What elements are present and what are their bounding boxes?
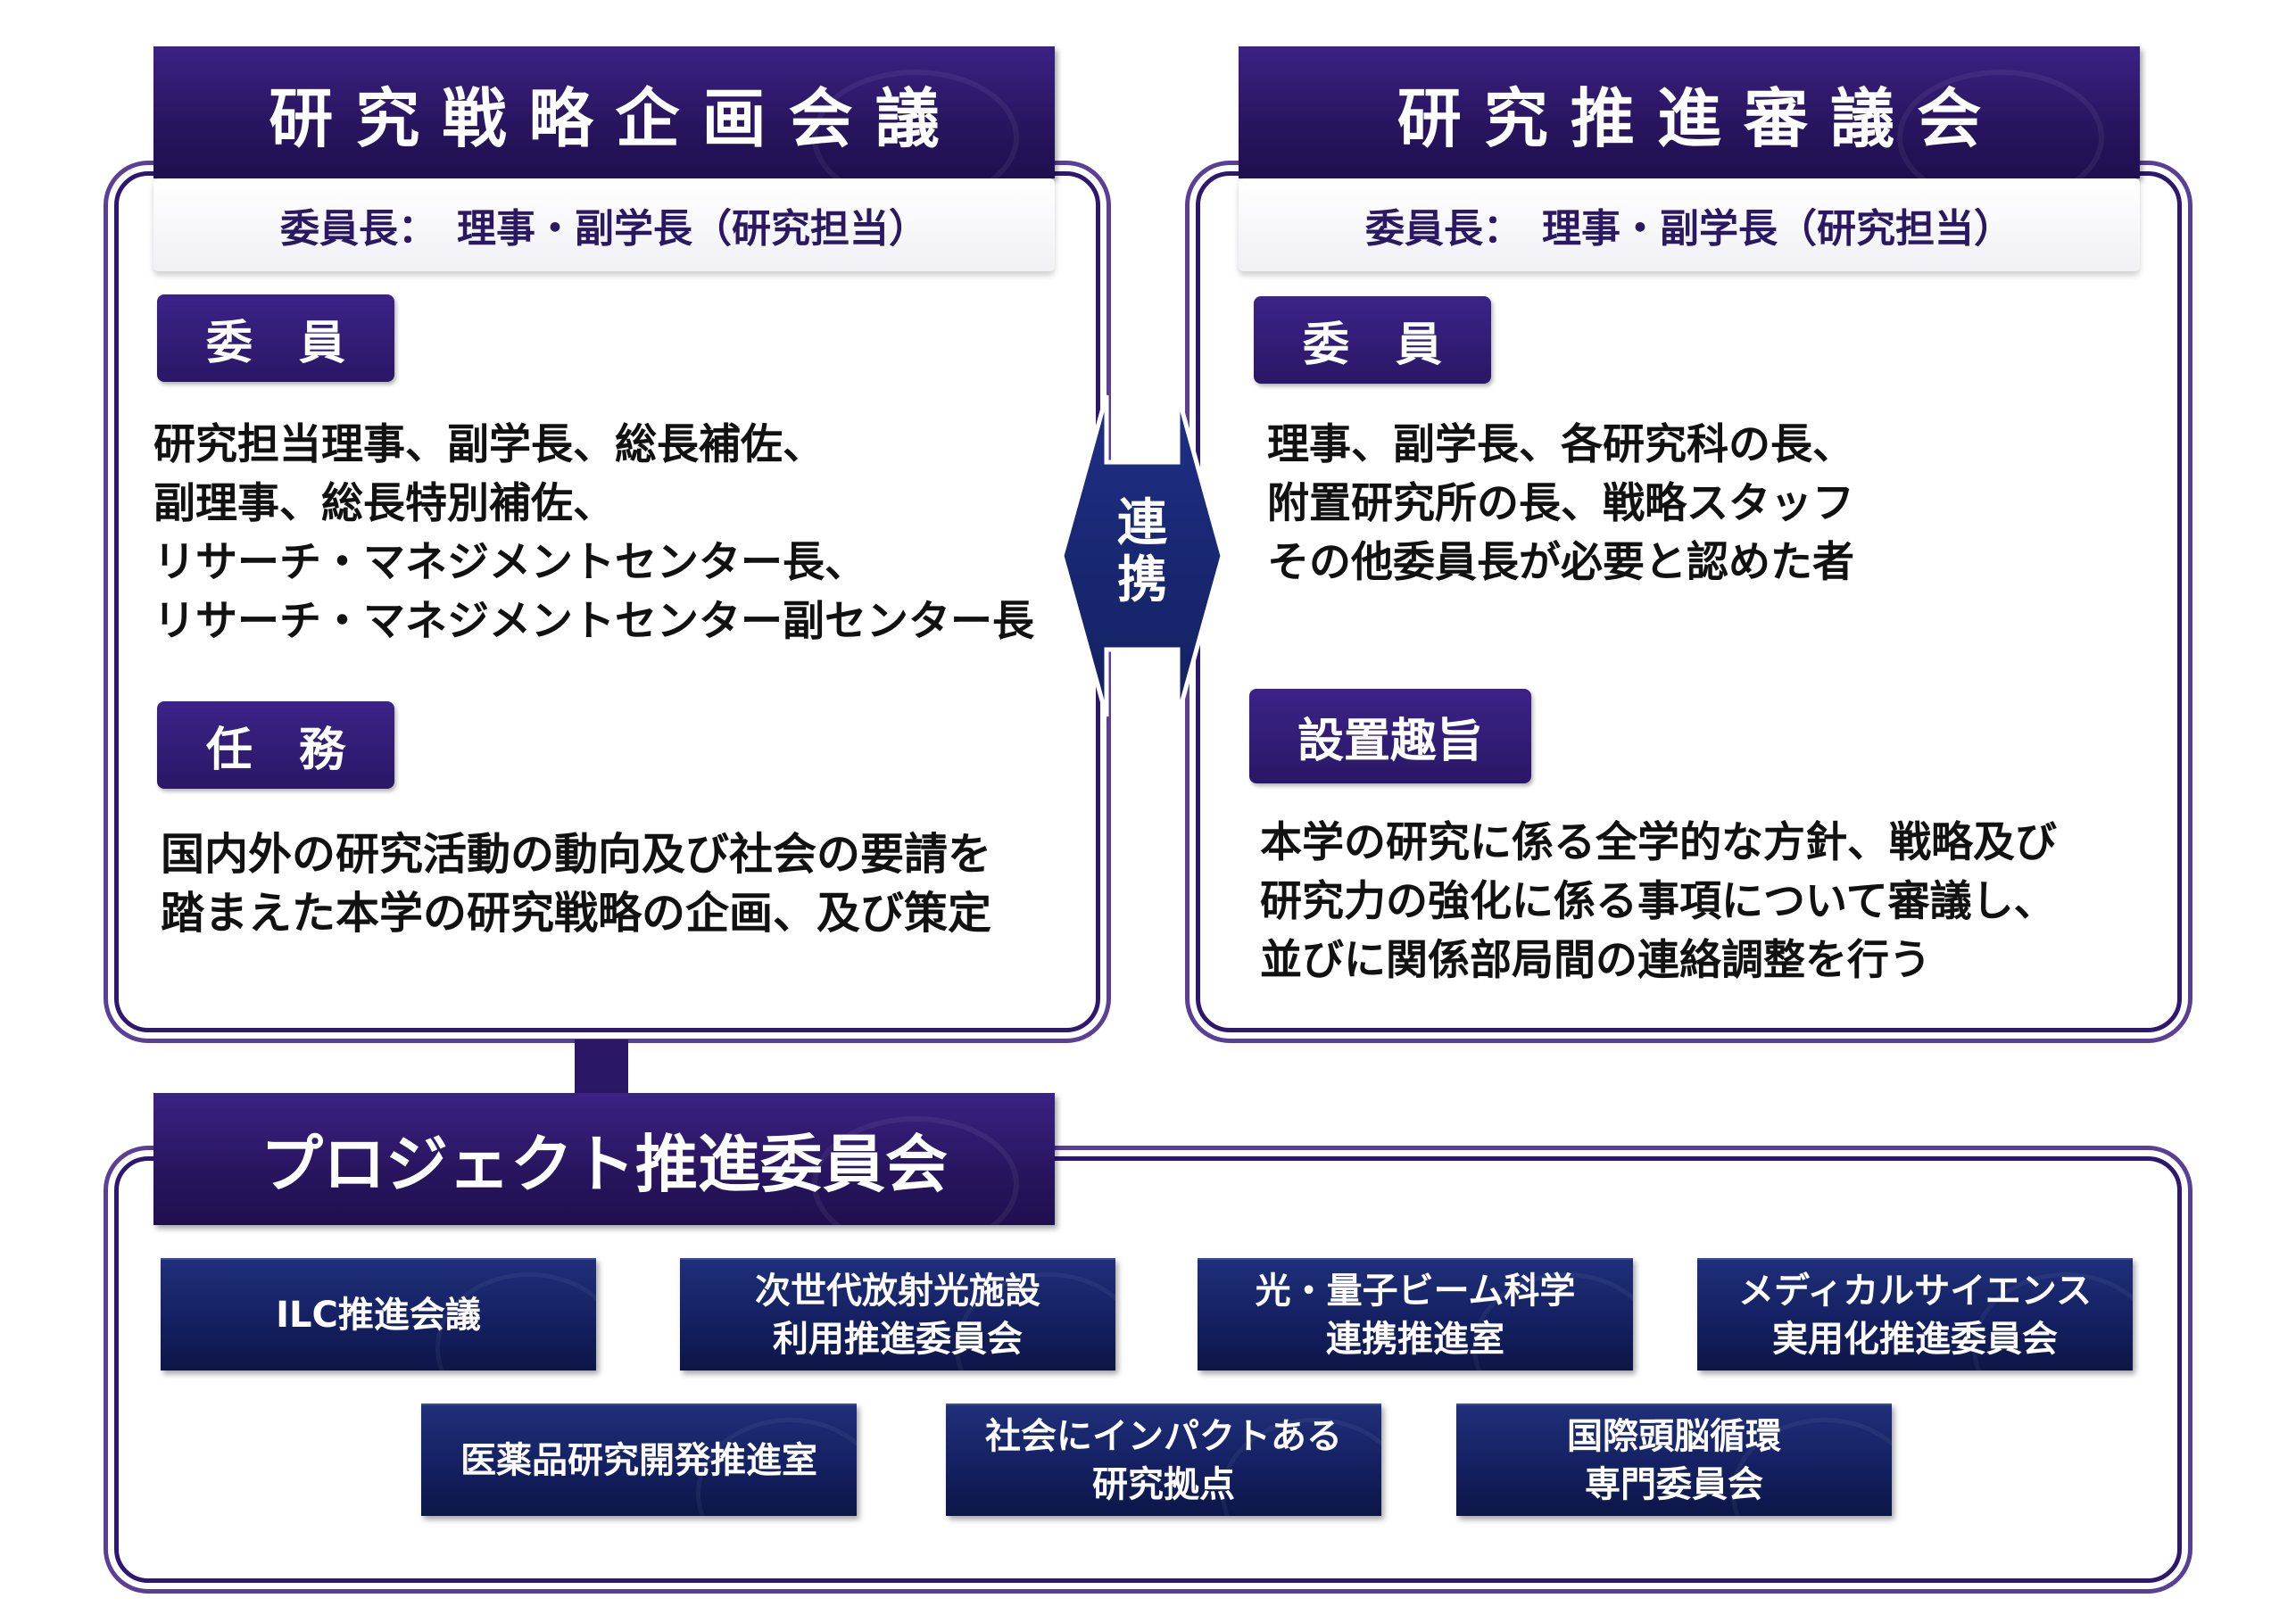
project-line: 利用推進委員会 [773, 1319, 1023, 1360]
research-strategy-chair-text: 委員長： 理事・副学長（研究担当） [280, 206, 928, 252]
project-medical-science[interactable]: メディカルサイエンス 実用化推進委員会 [1697, 1258, 2133, 1370]
project-title: プロジェクト推進委員会 [153, 1093, 1055, 1225]
purpose-label-text: 設置趣旨 [1297, 714, 1483, 768]
project-pharma[interactable]: 医薬品研究開発推進室 [421, 1404, 857, 1516]
members-line: その他委員長が必要と認めた者 [1267, 538, 1854, 587]
link-label: 連 携 [1107, 495, 1178, 609]
members-line: 副理事、総長特別補佐、 [153, 479, 615, 528]
project-line: 医薬品研究開発推進室 [460, 1440, 817, 1481]
members-line: リサーチ・マネジメントセンター副センター長 [153, 597, 1034, 646]
members-line: 理事、副学長、各研究科の長、 [1267, 420, 1854, 469]
duties-line: 国内外の研究活動の動向及び社会の要請を [161, 829, 992, 880]
research-promotion-chair: 委員長： 理事・副学長（研究担当） [1239, 178, 2140, 271]
research-strategy-members-text: 研究担当理事、副学長、総長補佐、 副理事、総長特別補佐、 リサーチ・マネジメント… [153, 416, 1034, 651]
project-social-impact[interactable]: 社会にインパクトある 研究拠点 [946, 1404, 1381, 1516]
purpose-line: 本学の研究に係る全学的な方針、戦略及び [1260, 818, 2057, 867]
project-ilc[interactable]: ILC推進会議 [161, 1258, 596, 1370]
research-promotion-chair-text: 委員長： 理事・副学長（研究担当） [1365, 206, 2013, 252]
project-line: メディカルサイエンス [1738, 1271, 2092, 1312]
duties-label-text: 任 務 [205, 723, 345, 777]
research-strategy-members-label: 委 員 [157, 294, 394, 382]
research-promotion-purpose-label: 設置趣旨 [1249, 689, 1531, 783]
project-line: 専門委員会 [1585, 1464, 1763, 1505]
link-char: 携 [1117, 551, 1167, 609]
project-line: 実用化推進委員会 [1772, 1319, 2058, 1360]
research-strategy-duties-text: 国内外の研究活動の動向及び社会の要請を 踏まえた本学の研究戦略の企画、及び策定 [161, 825, 991, 943]
project-quantum-beam[interactable]: 光・量子ビーム科学 連携推進室 [1198, 1258, 1633, 1370]
research-strategy-title-text: 研 究 戦 略 企 画 会 議 [269, 80, 940, 156]
research-promotion-title: 研 究 推 進 審 議 会 [1239, 46, 2140, 178]
project-line: 連携推進室 [1326, 1319, 1504, 1360]
project-title-text: プロジェクト推進委員会 [261, 1127, 948, 1201]
research-strategy-chair: 委員長： 理事・副学長（研究担当） [153, 178, 1055, 271]
project-line: 社会にインパクトある [985, 1416, 1342, 1457]
project-line: 研究拠点 [1092, 1464, 1235, 1505]
bidirectional-arrow-icon [1059, 394, 1225, 717]
crest-decoration [1897, 70, 2104, 178]
research-strategy-title: 研 究 戦 略 企 画 会 議 [153, 46, 1055, 178]
panel-connector [575, 1039, 628, 1093]
crest-decoration [812, 1116, 1019, 1225]
research-promotion-members-label: 委 員 [1254, 296, 1491, 384]
purpose-line: 並びに関係部局間の連絡調整を行う [1260, 936, 1931, 985]
project-line: 国際頭脳循環 [1567, 1416, 1781, 1457]
members-line: リサーチ・マネジメントセンター長、 [153, 538, 866, 587]
project-brain-circulation[interactable]: 国際頭脳循環 専門委員会 [1456, 1404, 1892, 1516]
project-line: 次世代放射光施設 [755, 1271, 1040, 1312]
purpose-line: 研究力の強化に係る事項について審議し、 [1260, 877, 2056, 926]
members-line: 附置研究所の長、戦略スタッフ [1267, 479, 1854, 528]
members-label-text: 委 員 [205, 316, 345, 370]
research-promotion-members-text: 理事、副学長、各研究科の長、 附置研究所の長、戦略スタッフ その他委員長が必要と… [1267, 416, 1854, 592]
duties-line: 踏まえた本学の研究戦略の企画、及び策定 [161, 888, 992, 939]
project-line: ILC推進会議 [276, 1295, 481, 1336]
link-char: 連 [1117, 494, 1167, 552]
research-strategy-duties-label: 任 務 [157, 701, 394, 789]
members-line: 研究担当理事、副学長、総長補佐、 [153, 420, 825, 469]
project-line: 光・量子ビーム科学 [1255, 1271, 1576, 1312]
members-label-text: 委 員 [1302, 318, 1442, 372]
project-synchrotron[interactable]: 次世代放射光施設 利用推進委員会 [680, 1258, 1115, 1370]
research-promotion-title-text: 研 究 推 進 審 議 会 [1397, 80, 1982, 156]
research-promotion-purpose-text: 本学の研究に係る全学的な方針、戦略及び 研究力の強化に係る事項について審議し、 … [1260, 814, 2057, 990]
crest-decoration [812, 70, 1019, 178]
